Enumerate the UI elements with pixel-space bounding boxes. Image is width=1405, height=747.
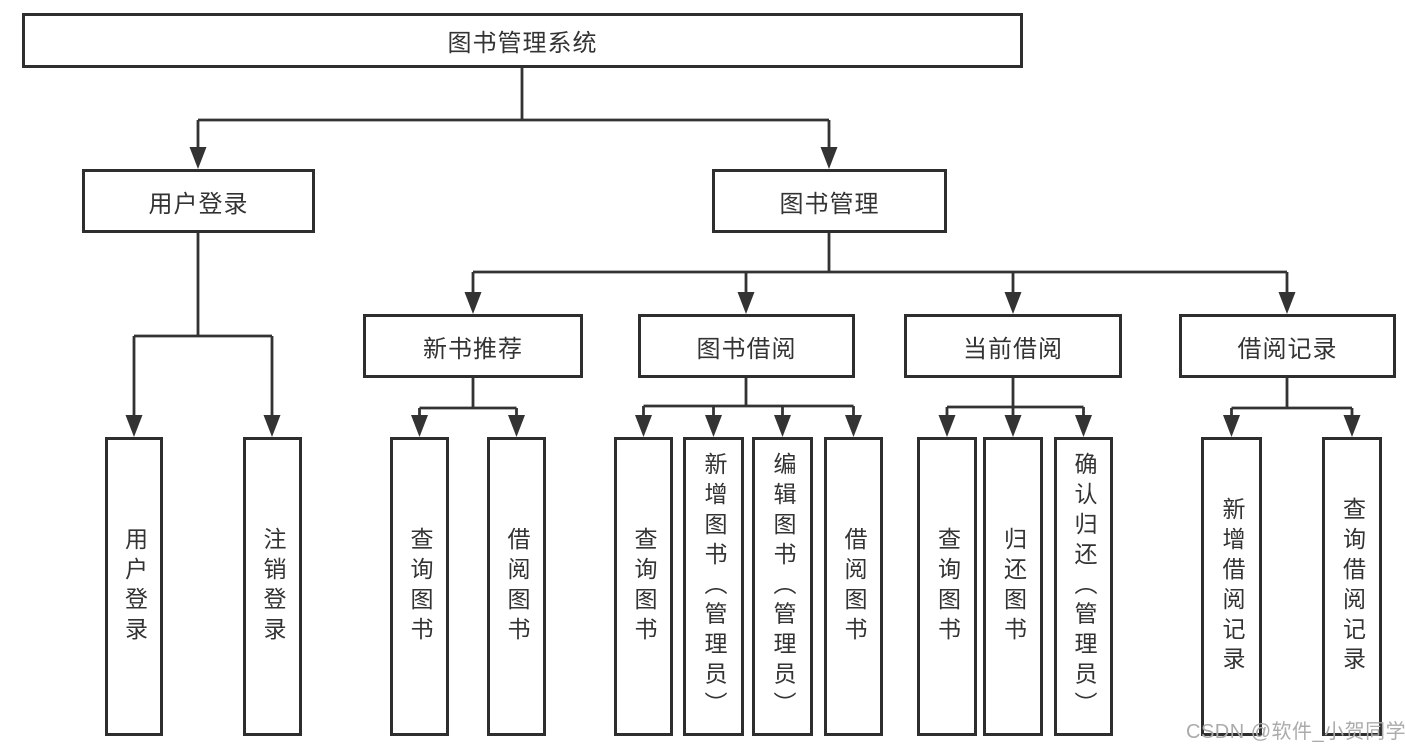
node-label: 图书管理系统 bbox=[447, 30, 598, 57]
leaf-add-books-admin: 新增图书（管理员） bbox=[683, 437, 744, 736]
leaf-confirm-return-admin: 确认归还（管理员） bbox=[1054, 437, 1113, 736]
node-label: 当前借阅 bbox=[963, 335, 1063, 363]
node-label: 查询图书 bbox=[631, 526, 657, 647]
leaf-user-login: 用户登录 bbox=[105, 437, 163, 736]
leaf-borrow-books-recommendation: 借阅图书 bbox=[487, 437, 546, 736]
node-label: 查询借阅记录 bbox=[1339, 496, 1366, 677]
node-new-book-recommendation: 新书推荐 bbox=[363, 314, 583, 378]
leaf-edit-books-admin: 编辑图书（管理员） bbox=[752, 437, 813, 736]
node-label: 确认归还（管理员） bbox=[1071, 451, 1097, 722]
node-label: 图书管理 bbox=[779, 190, 880, 218]
node-label: 新增图书（管理员） bbox=[701, 451, 727, 722]
node-label: 用户登录 bbox=[148, 190, 249, 218]
node-label: 注销登录 bbox=[260, 526, 286, 647]
node-user-login: 用户登录 bbox=[82, 169, 315, 233]
leaf-logout: 注销登录 bbox=[243, 437, 302, 736]
leaf-query-books-borrowing: 查询图书 bbox=[614, 437, 673, 736]
node-label: 新书推荐 bbox=[423, 335, 523, 363]
csdn-watermark: CSDN @软件_小贺同学 bbox=[1186, 721, 1405, 743]
leaf-query-books-recommendation: 查询图书 bbox=[390, 437, 449, 736]
node-label: 借阅图书 bbox=[841, 526, 867, 647]
node-label: 查询图书 bbox=[407, 526, 433, 647]
node-borrowing-records: 借阅记录 bbox=[1179, 314, 1396, 378]
node-label: 借阅记录 bbox=[1237, 335, 1338, 363]
leaf-add-borrow-record: 新增借阅记录 bbox=[1201, 437, 1262, 736]
node-current-borrowing: 当前借阅 bbox=[904, 314, 1122, 378]
node-label: 查询图书 bbox=[934, 526, 961, 647]
node-label: 新增借阅记录 bbox=[1219, 496, 1245, 677]
node-label: 图书借阅 bbox=[696, 335, 797, 363]
node-label: 借阅图书 bbox=[504, 526, 530, 647]
node-label: 编辑图书（管理员） bbox=[770, 451, 796, 722]
node-label: 归还图书 bbox=[1000, 526, 1027, 647]
arrowhead-group bbox=[125, 147, 1361, 437]
node-book-borrowing: 图书借阅 bbox=[638, 314, 855, 378]
leaf-query-borrow-record: 查询借阅记录 bbox=[1322, 437, 1382, 736]
node-book-management: 图书管理 bbox=[712, 169, 947, 233]
node-label: 用户登录 bbox=[121, 526, 148, 647]
leaf-return-books: 归还图书 bbox=[983, 437, 1043, 736]
node-library-management-system: 图书管理系统 bbox=[22, 13, 1023, 68]
leaf-borrow-books: 借阅图书 bbox=[824, 437, 883, 736]
leaf-query-books-current: 查询图书 bbox=[917, 437, 977, 736]
